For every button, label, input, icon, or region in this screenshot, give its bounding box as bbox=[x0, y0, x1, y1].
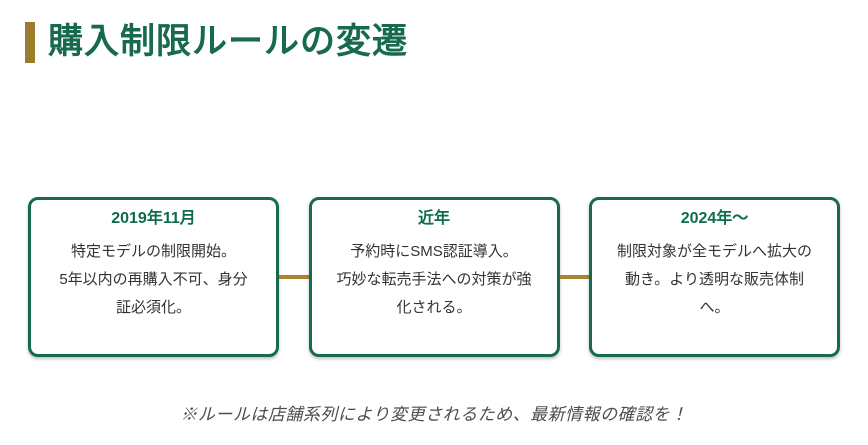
timeline-card-recent: 近年 予約時にSMS認証導入。 巧妙な転売手法への対策が強 化される。 bbox=[308, 197, 560, 357]
timeline-card-period: 2019年11月 bbox=[111, 210, 196, 227]
timeline-card-period: 近年 bbox=[417, 210, 450, 227]
timeline-card-description: 予約時にSMS認証導入。 巧妙な転売手法への対策が強 化される。 bbox=[336, 243, 532, 316]
timeline-connector bbox=[279, 275, 309, 279]
title-accent-bar bbox=[25, 21, 35, 63]
timeline-card-2019: 2019年11月 特定モデルの制限開始。 5年以内の再購入不可、身分 証必須化。 bbox=[28, 197, 279, 357]
timeline-card-description: 制限対象が全モデルへ拡大の 動き。より透明な販売体制 へ。 bbox=[616, 243, 812, 316]
footnote: ※ルールは店舗系列により変更されるため、最新情報の確認を！ bbox=[180, 405, 688, 424]
timeline-card-description: 特定モデルの制限開始。 5年以内の再購入不可、身分 証必須化。 bbox=[59, 243, 248, 316]
timeline-card-2024: 2024年～ 制限対象が全モデルへ拡大の 動き。より透明な販売体制 へ。 bbox=[589, 197, 840, 357]
timeline-connector bbox=[559, 275, 589, 279]
page-title: 購入制限ルールの変遷 bbox=[48, 22, 409, 61]
timeline-card-period: 2024年～ bbox=[680, 210, 749, 227]
page-header: 購入制限ルールの変遷 bbox=[25, 20, 868, 64]
timeline: 2019年11月 特定モデルの制限開始。 5年以内の再購入不可、身分 証必須化。… bbox=[0, 197, 868, 357]
